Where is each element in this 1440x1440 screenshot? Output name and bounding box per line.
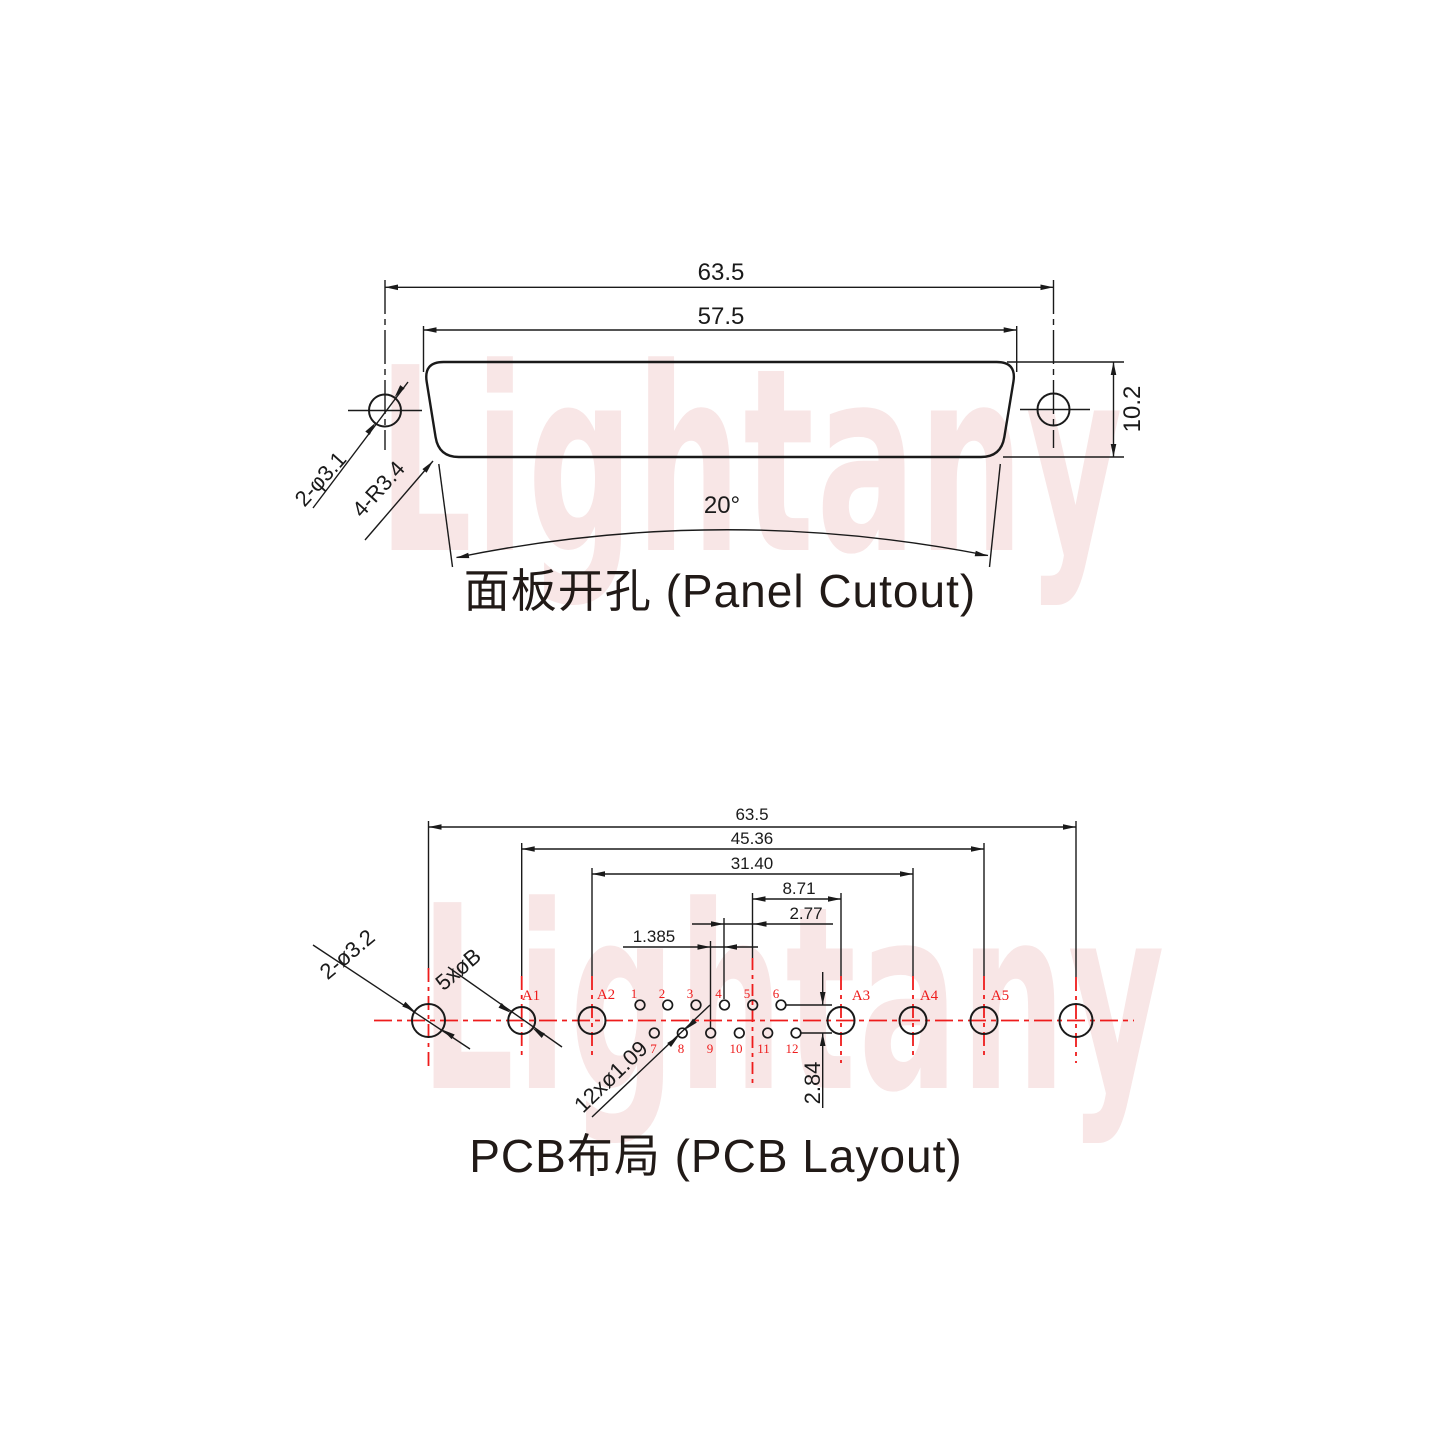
signal-pin-holes (634, 999, 802, 1039)
pcb-centerlines (374, 958, 1134, 1086)
svg-text:5: 5 (744, 986, 751, 1001)
dim-text-panel-57-5: 57.5 (698, 303, 745, 330)
label-a4: A4 (920, 988, 939, 1004)
dim-pcb-8-71: 8.71 (752, 879, 841, 902)
panel-cutout-title: 面板开孔 (Panel Cutout) (464, 565, 976, 617)
dim-text-pcb-2-84: 2.84 (800, 1062, 825, 1105)
panel-cutout-view: 63.5 57.5 10.2 (290, 259, 1146, 617)
dim-panel-63-5: 63.5 (385, 259, 1054, 291)
label-a2: A2 (597, 987, 615, 1003)
dim-text-panel-20deg: 20° (704, 492, 740, 519)
pcb-layout-title: PCB布局 (PCB Layout) (469, 1130, 962, 1182)
dim-pcb-63-5: 63.5 (428, 805, 1076, 830)
label-a3: A3 (852, 988, 870, 1004)
dim-text-panel-10-2: 10.2 (1119, 386, 1146, 433)
svg-text:3: 3 (687, 986, 694, 1001)
panel-mount-hole-right (1020, 392, 1090, 427)
svg-text:11: 11 (757, 1041, 770, 1056)
dim-pcb-2-84: 2.84 (786, 972, 832, 1108)
hole-a3 (826, 1006, 856, 1035)
pin-number-labels: 1 2 3 4 5 6 7 8 9 10 11 12 (631, 986, 799, 1056)
dim-text-pcb-2-77: 2.77 (789, 904, 822, 923)
callout-text-panel-mount-holes: 2-φ3.1 (290, 447, 352, 512)
svg-text:1: 1 (631, 986, 638, 1001)
watermark-bottom: Lightany (420, 853, 1167, 1149)
hole-a1 (507, 1006, 537, 1035)
dim-pcb-31-40: 31.40 (592, 854, 913, 877)
svg-text:10: 10 (730, 1041, 743, 1056)
svg-text:2: 2 (659, 986, 666, 1001)
svg-text:12: 12 (786, 1041, 799, 1056)
svg-text:9: 9 (707, 1041, 714, 1056)
watermark-top: Lightany (378, 315, 1125, 611)
cutout-outline (425, 360, 1016, 459)
dim-pcb-45-36: 45.36 (521, 829, 984, 852)
hole-a2 (577, 1006, 607, 1035)
dim-pcb-2-77: 2.77 (692, 904, 833, 927)
pcb-mount-hole-left (411, 1003, 446, 1038)
panel-mount-hole-left (348, 393, 422, 428)
dim-pcb-1-385: 1.385 (623, 927, 758, 950)
svg-text:7: 7 (650, 1041, 657, 1056)
dim-text-pcb-8-71: 8.71 (782, 879, 815, 898)
dim-text-pcb-63-5: 63.5 (735, 805, 768, 824)
pcb-mount-hole-right (1058, 1003, 1094, 1038)
dim-text-pcb-31-40: 31.40 (731, 854, 774, 873)
dim-text-pcb-45-36: 45.36 (731, 829, 774, 848)
svg-text:6: 6 (773, 986, 780, 1001)
hole-a5 (969, 1006, 999, 1035)
watermark-text-bottom: Lightany (420, 853, 1167, 1149)
label-a5: A5 (991, 988, 1009, 1004)
label-a1: A1 (522, 988, 540, 1004)
callout-text-pcb-mount-holes: 2-ø3.2 (315, 924, 380, 984)
svg-text:4: 4 (715, 986, 722, 1001)
dim-panel-57-5: 57.5 (422, 303, 1018, 372)
hole-a4 (898, 1006, 928, 1035)
dim-text-panel-63-5: 63.5 (698, 259, 745, 286)
watermark-text-top: Lightany (378, 315, 1125, 611)
dim-panel-20deg: 20° (438, 463, 1001, 568)
svg-text:8: 8 (678, 1041, 685, 1056)
dim-panel-10-2: 10.2 (1003, 361, 1146, 458)
dim-text-pcb-1-385: 1.385 (633, 927, 676, 946)
